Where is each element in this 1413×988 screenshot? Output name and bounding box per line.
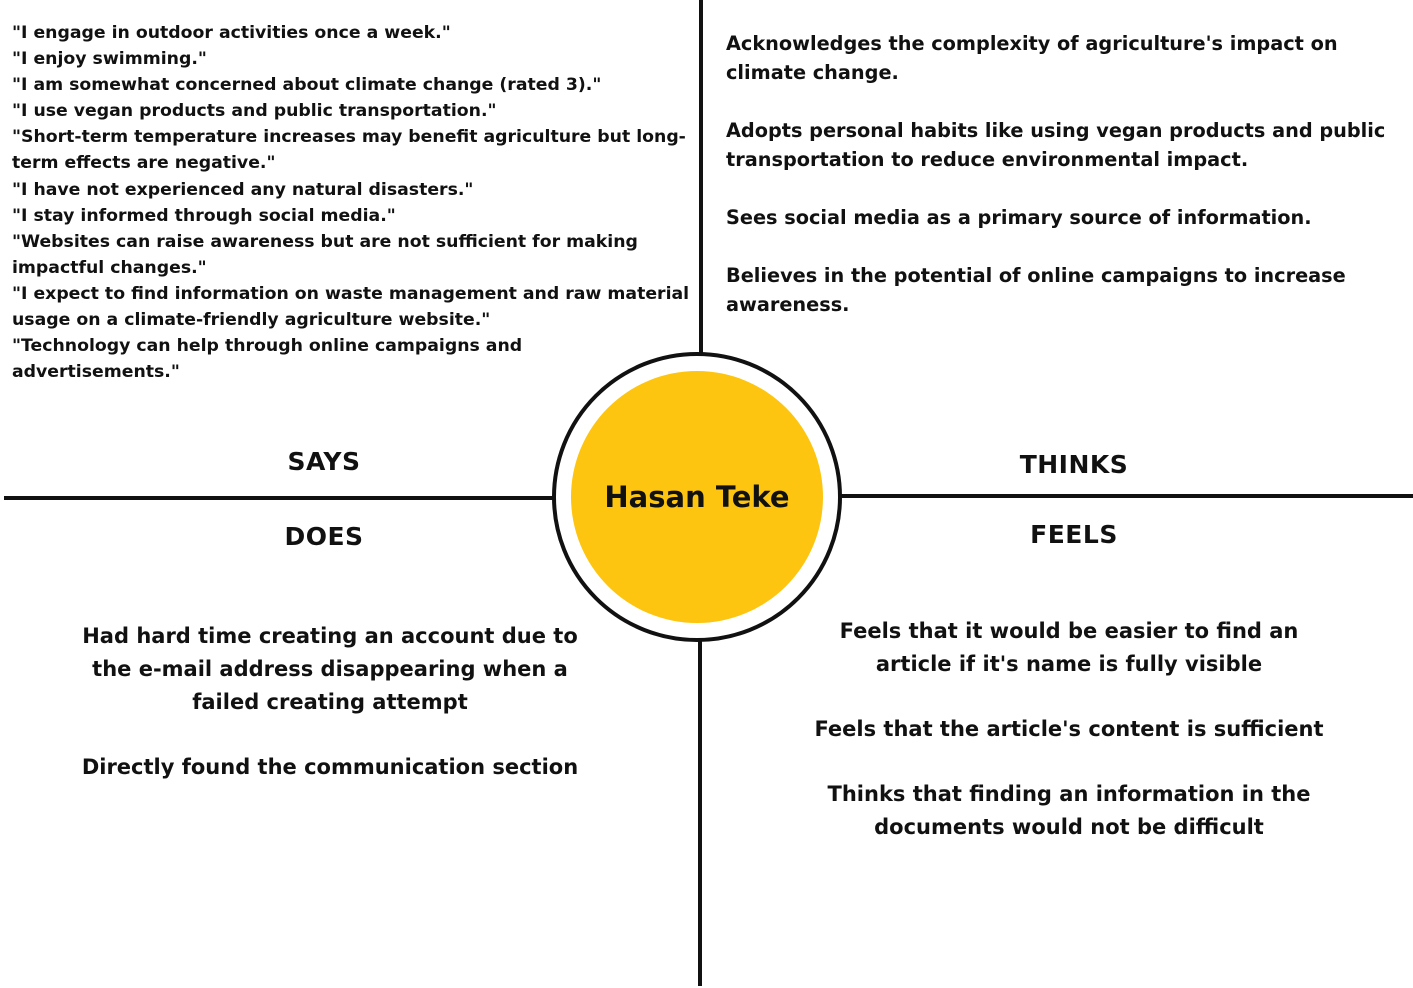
says-item: "I use vegan products and public transpo… (12, 101, 497, 122)
persona-name: Hasan Teke (571, 371, 823, 623)
says-item: "I expect to find information on waste m… (12, 283, 690, 331)
feels-item: Thinks that finding an information in th… (827, 782, 1311, 839)
persona-circle: Hasan Teke (552, 352, 842, 642)
does-content: Had hard time creating an account due to… (70, 620, 590, 816)
feels-item: Feels that it would be easier to find an… (839, 619, 1299, 676)
does-item: Had hard time creating an account due to… (82, 624, 578, 714)
says-item: "I stay informed through social media." (12, 205, 396, 226)
says-item: "I enjoy swimming." (12, 49, 207, 70)
does-item: Directly found the communication section (81, 755, 579, 779)
thinks-title: THINKS (1019, 450, 1129, 479)
thinks-content: Acknowledges the complexity of agricultu… (726, 29, 1394, 348)
feels-content: Feels that it would be easier to find an… (806, 615, 1332, 876)
feels-item: Feels that the article's content is suff… (814, 717, 1324, 741)
says-content: "I engage in outdoor activities once a w… (12, 20, 692, 385)
says-item: "I engage in outdoor activities once a w… (12, 23, 451, 43)
feels-title: FEELS (1030, 520, 1118, 549)
says-item: "Websites can raise awareness but are no… (12, 231, 638, 278)
says-item: "Technology can help through online camp… (12, 336, 523, 383)
says-item: "I have not experienced any natural disa… (12, 179, 474, 200)
does-title: DOES (284, 522, 364, 551)
divider-vertical-top (699, 0, 703, 360)
thinks-item: Sees social media as a primary source of… (726, 206, 1312, 229)
thinks-item: Acknowledges the complexity of agricultu… (726, 32, 1338, 84)
says-item: "Short-term temperature increases may be… (12, 127, 686, 174)
divider-vertical-bottom (698, 640, 702, 986)
divider-horizontal-left (4, 496, 556, 500)
says-title: SAYS (287, 447, 361, 476)
divider-horizontal-right (840, 494, 1413, 498)
thinks-item: Adopts personal habits like using vegan … (726, 119, 1386, 171)
says-item: "I am somewhat concerned about climate c… (12, 75, 602, 96)
thinks-item: Believes in the potential of online camp… (726, 264, 1346, 316)
